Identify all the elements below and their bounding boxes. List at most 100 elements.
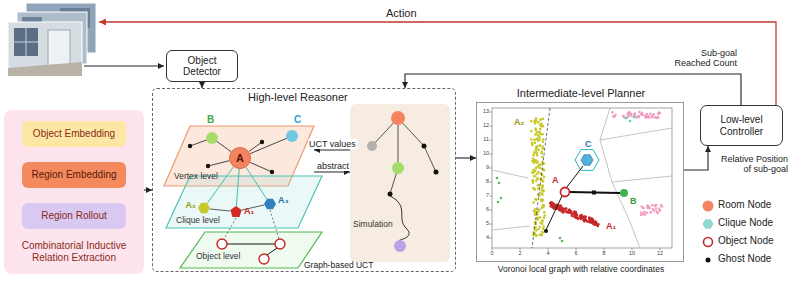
scatter-point xyxy=(541,219,544,222)
annotation-label: 8 xyxy=(475,179,489,185)
drawing-part xyxy=(391,111,405,125)
scatter-point xyxy=(539,144,542,147)
scatter-point xyxy=(496,177,499,180)
plane-shape xyxy=(166,176,322,228)
scatter-point xyxy=(649,211,652,214)
scatter-point xyxy=(535,146,538,149)
scatter-point xyxy=(540,198,543,201)
tick-mark xyxy=(490,196,493,197)
drawing-part xyxy=(286,130,298,142)
scatter-point xyxy=(539,131,542,134)
tick-mark xyxy=(490,112,493,113)
scatter-point xyxy=(561,240,564,243)
legend-text: Clique Node xyxy=(718,217,773,229)
axis-ticks xyxy=(490,112,661,251)
scatter-point xyxy=(542,147,545,150)
scatter-point xyxy=(656,116,659,119)
scatter-point xyxy=(534,208,537,211)
scatter-point xyxy=(536,145,539,148)
legend-row: Object Node xyxy=(702,235,788,249)
connector xyxy=(684,146,708,170)
scatter-point xyxy=(530,130,533,133)
tick-mark xyxy=(490,140,493,141)
embedding-box: Region Embedding xyxy=(22,162,126,188)
scatter-point xyxy=(536,152,539,155)
scatter-point xyxy=(535,161,538,164)
abstraction-cone xyxy=(208,167,267,207)
uct-tree-nodes xyxy=(367,111,439,252)
annotation-label: Action xyxy=(384,7,419,19)
scatter-point xyxy=(537,177,540,180)
scatter-point xyxy=(549,202,552,205)
scatter-point xyxy=(579,214,582,217)
node-text: Clique level xyxy=(176,216,220,226)
annotation-label: A xyxy=(552,176,559,186)
scatter-point xyxy=(611,111,614,114)
scatter-point xyxy=(589,217,592,220)
drawing-part xyxy=(434,170,439,175)
drawing-part xyxy=(188,144,192,148)
drawing-part xyxy=(592,191,596,195)
connector xyxy=(201,82,202,88)
tree-panel: Simulation xyxy=(350,104,450,262)
annotation-label: 7 xyxy=(475,193,489,199)
annotation-label: B xyxy=(207,114,214,125)
node-text: Object Embedding xyxy=(33,128,115,140)
scatter-point xyxy=(651,204,654,207)
drawing-part xyxy=(242,205,264,210)
scatter-point xyxy=(627,112,630,115)
scatter-point xyxy=(530,120,533,123)
drawing-part xyxy=(492,108,672,248)
connector xyxy=(405,74,741,105)
drawing-part xyxy=(206,132,218,144)
tick-mark xyxy=(490,210,493,211)
scatter-point xyxy=(651,115,654,118)
annotation-label: 8 xyxy=(597,251,611,257)
scatter-point xyxy=(659,210,662,213)
scatter-point xyxy=(542,226,545,229)
scatter-point xyxy=(574,211,577,214)
drawing-part xyxy=(208,167,234,204)
annotation-label: 6 xyxy=(569,251,583,257)
tick-mark xyxy=(660,248,661,251)
tick-mark xyxy=(490,238,493,239)
annotation-label: 11 xyxy=(475,137,489,143)
drawing-part xyxy=(14,28,38,56)
scatter-point xyxy=(543,217,546,220)
annotation-label: 9 xyxy=(475,165,489,171)
scatter-point xyxy=(532,168,535,171)
scatter-point xyxy=(541,140,544,143)
legend-row: Room Node xyxy=(702,199,788,213)
scatter-point xyxy=(597,223,600,226)
connector-label: abstract xyxy=(316,161,350,171)
scatter-point xyxy=(562,208,565,211)
voronoi-lines xyxy=(492,108,672,248)
annotation-label: 4 xyxy=(541,251,555,257)
drawing-part xyxy=(600,108,672,182)
scatter-point xyxy=(536,218,539,221)
rollout-box: Region Rollout xyxy=(22,203,126,229)
scatter-point xyxy=(534,213,537,216)
drawing-part xyxy=(567,166,583,187)
drawing-part xyxy=(206,164,210,168)
connector xyxy=(456,157,476,158)
scatter-point xyxy=(656,210,659,213)
node-text: Voronoi local graph with relative coordi… xyxy=(470,265,692,275)
drawing-part xyxy=(600,128,672,140)
drawing-part xyxy=(544,229,548,233)
scatter-point xyxy=(625,117,628,120)
scatter-point xyxy=(541,151,544,154)
drawing-part xyxy=(250,162,272,172)
scatter-point xyxy=(658,112,661,115)
node-text: Vertex level xyxy=(174,172,218,182)
scatter-point xyxy=(543,204,546,207)
drawing-part xyxy=(246,167,267,199)
scatter-point xyxy=(562,210,565,213)
legend-text: Ghost Node xyxy=(718,253,771,265)
planner-graph xyxy=(544,150,628,233)
scatter-point xyxy=(534,198,537,201)
node-text: Combinatorial Inductive Relation Extract… xyxy=(8,240,140,263)
scatter-point xyxy=(557,206,560,209)
detector-input-arrow xyxy=(84,65,164,66)
